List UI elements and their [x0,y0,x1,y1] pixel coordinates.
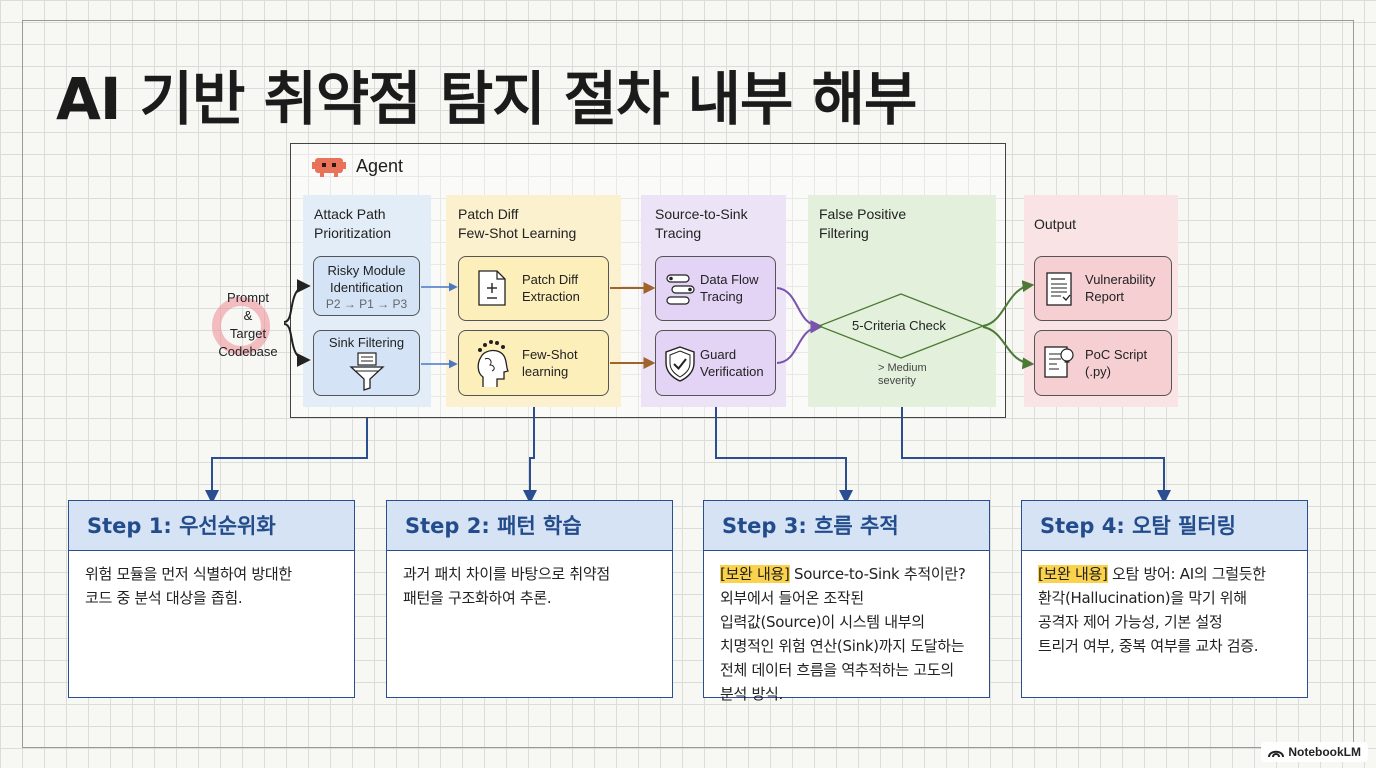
step-title: Step 1: 우선순위화 [69,501,354,551]
page-title: AI 기반 취약점 탐지 절차 내부 해부 [56,65,917,133]
supplement-badge: [보완 내용] [720,565,790,583]
step-title: Step 3: 흐름 추적 [704,501,989,551]
step-description: [보완 내용] Source-to-Sink 추적이란? 외부에서 들어온 조작… [720,565,966,703]
prompt-highlight-ring [212,297,270,355]
step-card-1: Step 1: 우선순위화 위험 모듈을 먼저 식별하여 방대한 코드 중 분석… [68,500,355,698]
step-description: 위험 모듈을 먼저 식별하여 방대한 코드 중 분석 대상을 좁힘. [85,565,292,607]
agent-label: Agent [356,155,404,176]
sink-filtering-node: Sink Filtering [313,330,420,396]
agent-header: Agent [312,154,403,178]
step-description: [보완 내용] 오탐 방어: AI의 그럴듯한 환각(Hallucination… [1038,565,1266,655]
risky-module-node: Risky Module Identification P2 → P1 → P3 [313,256,420,316]
notebooklm-watermark: NotebookLM [1261,742,1368,762]
step-title: Step 4: 오탐 필터링 [1022,501,1307,551]
column-title: Output [1034,216,1077,232]
step-card-4: Step 4: 오탐 필터링 [보완 내용] 오탐 방어: AI의 그럴듯한 환… [1021,500,1308,698]
shield-check-icon [665,346,695,382]
prompt-input-label: Prompt & Target Codebase [218,290,278,359]
step-title: Step 2: 패턴 학습 [387,501,672,551]
report-icon [1046,272,1072,306]
diff-document-icon [478,270,506,306]
funnel-icon [349,352,385,391]
supplement-badge: [보완 내용] [1038,565,1108,583]
step-card-2: Step 2: 패턴 학습 과거 패치 차이를 바탕으로 취약점 패턴을 구조화… [386,500,673,698]
criteria-check-label: 5-Criteria Check [852,318,946,333]
notebooklm-icon [1268,750,1285,758]
script-icon [1044,346,1074,378]
step-description: 과거 패치 차이를 바탕으로 취약점 패턴을 구조화하여 추론. [403,565,610,607]
step-card-3: Step 3: 흐름 추적 [보완 내용] Source-to-Sink 추적이… [703,500,990,703]
brain-head-icon [477,340,509,387]
data-flow-icon [666,274,695,305]
poc-script-node: PoC Script(.py) [1034,330,1172,396]
robot-icon [312,158,346,177]
slide-frame [22,20,1354,748]
